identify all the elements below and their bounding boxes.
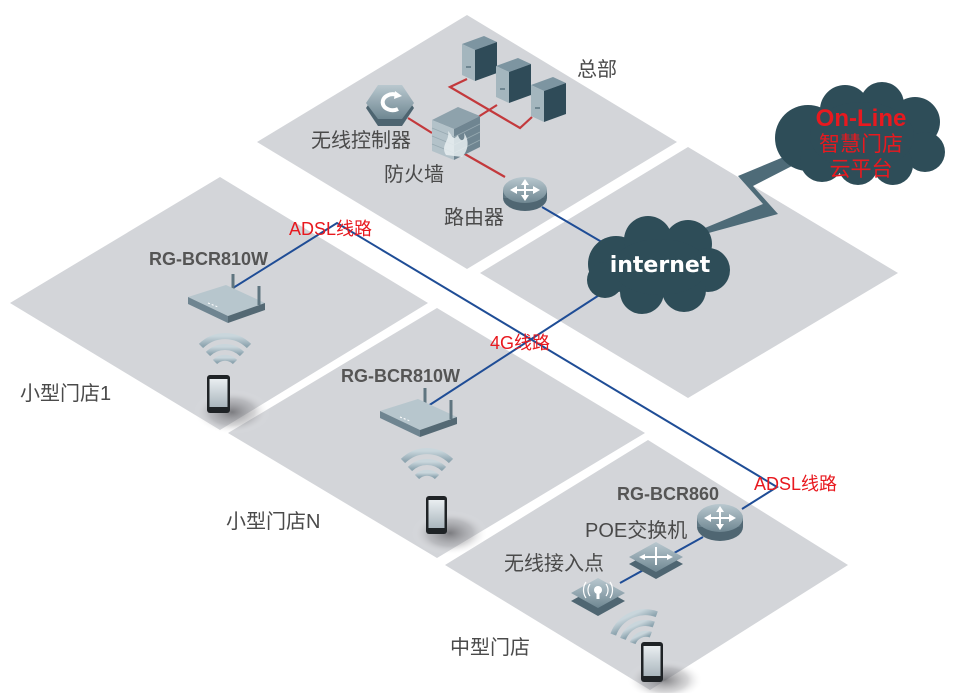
access-point-icon (571, 578, 625, 616)
firewall-label: 防火墙 (384, 163, 444, 186)
store1-router-model: RG-BCR810W (149, 249, 268, 269)
wifi-signal-icon (610, 609, 658, 645)
small-store-1-label: 小型门店1 (20, 382, 111, 405)
router-icon (697, 504, 743, 541)
internet-cloud-icon (587, 216, 730, 314)
wireless-router-icon (188, 274, 265, 323)
shadow (412, 511, 488, 555)
platform-small-store-n (228, 308, 645, 558)
link-adsl (232, 221, 779, 510)
hq-router-label: 路由器 (444, 206, 504, 229)
link-4g (427, 289, 608, 407)
smartphone-icon (641, 642, 663, 682)
link-server-bus (447, 78, 533, 130)
poe-switch-icon (629, 542, 683, 579)
cloud-platform-icon (775, 82, 945, 185)
server-icon (462, 36, 497, 81)
wireless-router-icon (380, 388, 457, 437)
server-icon (496, 58, 531, 103)
link-firewall-router (462, 152, 506, 178)
wireless-controller-label: 无线控制器 (311, 129, 411, 152)
link-server-firewall (477, 104, 498, 118)
lightning-link-icon (683, 156, 792, 240)
cloud-platform-line1: 智慧门店 (819, 133, 903, 156)
poe-switch-label: POE交换机 (585, 519, 687, 542)
internet-label: internet (610, 253, 711, 278)
wifi-signal-icon (400, 448, 454, 480)
wireless-controller-icon (366, 85, 414, 126)
firewall-icon (431, 107, 481, 160)
smartphone-icon (426, 496, 447, 534)
cloud-platform-title: On-Line (816, 105, 907, 132)
link-adsl-top-label: ADSL线路 (289, 219, 372, 239)
link-controller-firewall (407, 117, 433, 134)
router-icon (503, 177, 547, 211)
small-store-n-label: 小型门店N (226, 510, 320, 533)
storeN-router-model: RG-BCR810W (341, 366, 460, 386)
wifi-signal-icon (198, 333, 252, 365)
hq-label: 总部 (577, 58, 617, 81)
access-point-label: 无线接入点 (504, 552, 604, 575)
server-icon (531, 77, 566, 122)
medium-store-label: 中型门店 (450, 636, 530, 659)
shadow (194, 390, 270, 434)
medium-store-router-model: RG-BCR860 (617, 484, 719, 504)
smartphone-icon (207, 375, 230, 413)
link-4g-label: 4G线路 (490, 333, 550, 353)
link-adsl-bottom-label: ADSL线路 (754, 474, 837, 494)
cloud-platform-line2: 云平台 (830, 158, 893, 181)
